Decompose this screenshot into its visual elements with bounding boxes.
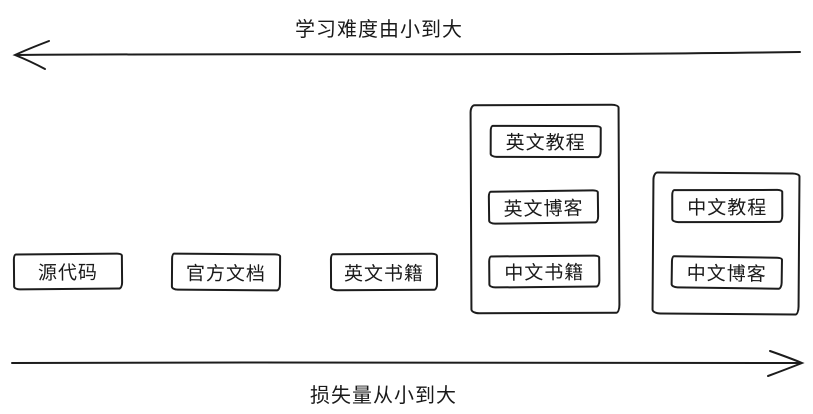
box-official-docs: 官方文档 <box>170 252 282 292</box>
box-english-blog: 英文博客 <box>487 189 600 225</box>
box-chinese-books: 中文书籍 <box>488 254 601 289</box>
box-english-books: 英文书籍 <box>329 252 439 292</box>
box-english-tutorial: 英文教程 <box>489 124 602 159</box>
loss-axis-label: 损失量从小到大 <box>310 385 457 407</box>
box-chinese-books-label: 中文书籍 <box>504 262 585 285</box>
box-chinese-tutorial: 中文教程 <box>671 188 784 224</box>
box-english-books-label: 英文书籍 <box>343 263 425 285</box>
box-source-code: 源代码 <box>12 252 124 291</box>
difficulty-axis-arrow-left <box>12 40 801 70</box>
box-english-tutorial-label: 英文教程 <box>505 132 586 155</box>
box-official-docs-label: 官方文档 <box>185 263 267 285</box>
box-chinese-tutorial-label: 中文教程 <box>687 197 768 219</box>
group-english-chinese-mixed: 英文教程 英文博客 中文书籍 <box>469 103 621 315</box>
group-chinese: 中文教程 中文博客 <box>651 171 801 316</box>
difficulty-axis-label: 学习难度由小到大 <box>295 19 463 41</box>
box-english-blog-label: 英文博客 <box>503 197 584 221</box>
box-chinese-blog-label: 中文博客 <box>686 263 767 286</box>
box-chinese-blog: 中文博客 <box>670 255 784 290</box>
loss-axis-arrow-right <box>11 350 805 377</box>
box-source-code-label: 源代码 <box>37 262 99 285</box>
